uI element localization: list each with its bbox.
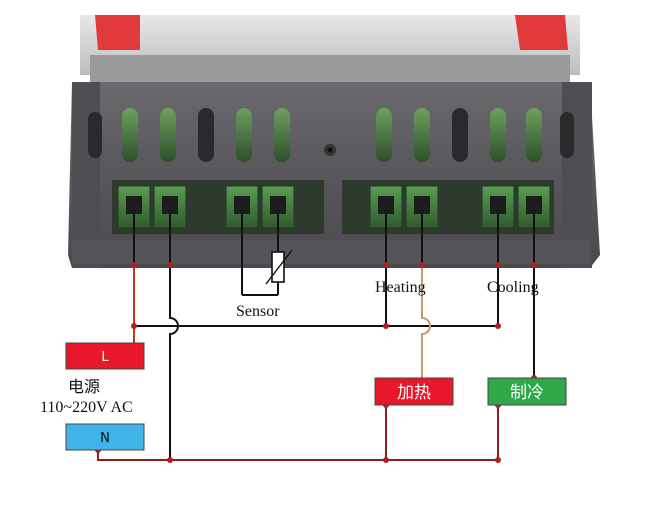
live-terminal-box: L — [65, 342, 145, 370]
terminal-screw — [526, 196, 542, 214]
power-title: 电源 — [68, 377, 100, 396]
sensor-label: Sensor — [236, 303, 280, 320]
neutral-label: N — [100, 431, 110, 446]
junction-dot — [419, 262, 425, 268]
vent-slot — [160, 108, 176, 162]
vent-slot — [198, 108, 214, 162]
heating-box — [374, 377, 454, 406]
heating-wire — [421, 265, 431, 378]
junction-dot — [495, 323, 501, 329]
cooling-box — [487, 377, 567, 406]
live-label: L — [101, 350, 109, 365]
thermostat-controller — [68, 15, 600, 268]
cooling-load-box: 制冷 — [487, 377, 567, 406]
thermistor-arrow — [265, 249, 293, 285]
front-panel-shadow — [90, 55, 570, 85]
junction-dots — [95, 262, 537, 463]
cooling-label: Cooling — [487, 279, 539, 296]
neutral-box — [65, 423, 145, 451]
terminal-screw — [126, 196, 142, 214]
sensor-thermistor — [265, 249, 293, 285]
mounting-clip-left — [95, 15, 140, 50]
junction-dot — [131, 262, 137, 268]
junction-dot — [167, 457, 173, 463]
mounting-clip-right — [515, 15, 568, 50]
junction-dot — [167, 262, 173, 268]
heating-load-box: 加热 — [374, 377, 454, 406]
vent-slots — [88, 108, 574, 162]
thermistor-body — [271, 251, 285, 283]
wires — [97, 214, 535, 461]
vent-slot — [88, 112, 102, 158]
vent-slot — [452, 108, 468, 162]
vent-slot — [560, 112, 574, 158]
power-voltage: 110~220V AC — [40, 399, 133, 416]
junction-dot — [495, 262, 501, 268]
neutral-terminal-box: N — [65, 423, 145, 451]
screw-hole-center — [327, 147, 333, 153]
vent-slot — [490, 108, 506, 162]
vent-slot — [122, 108, 138, 162]
junction-dot — [495, 457, 501, 463]
junction-dot — [531, 262, 537, 268]
junction-dot — [383, 323, 389, 329]
terminal-screw — [414, 196, 430, 214]
vent-slot — [274, 108, 290, 162]
junction-dot — [383, 457, 389, 463]
terminal-screw — [378, 196, 394, 214]
neutral-return — [97, 450, 498, 461]
heating-label: Heating — [375, 279, 426, 296]
cooling-load-label: 制冷 — [510, 383, 544, 403]
junction-dot — [131, 323, 137, 329]
vent-slot — [376, 108, 392, 162]
terminal-screw — [234, 196, 250, 214]
vent-slot — [526, 108, 542, 162]
terminal-screw — [270, 196, 286, 214]
neutral-wire — [169, 265, 179, 460]
housing-lower-lip — [72, 240, 590, 264]
junction-dot — [383, 262, 389, 268]
vent-slot — [236, 108, 252, 162]
heating-load-label: 加热 — [397, 383, 431, 403]
terminal-screw — [162, 196, 178, 214]
terminal-screw — [490, 196, 506, 214]
vent-slot — [414, 108, 430, 162]
live-box — [65, 342, 145, 370]
